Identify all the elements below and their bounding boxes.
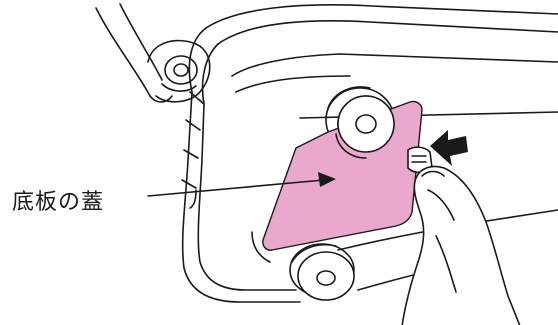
hand <box>402 166 520 325</box>
strap <box>96 4 172 102</box>
push-arrow-icon <box>430 130 468 166</box>
lower-foot <box>290 244 354 300</box>
bottom-plate-lid-label: 底板の蓋 <box>12 184 104 216</box>
